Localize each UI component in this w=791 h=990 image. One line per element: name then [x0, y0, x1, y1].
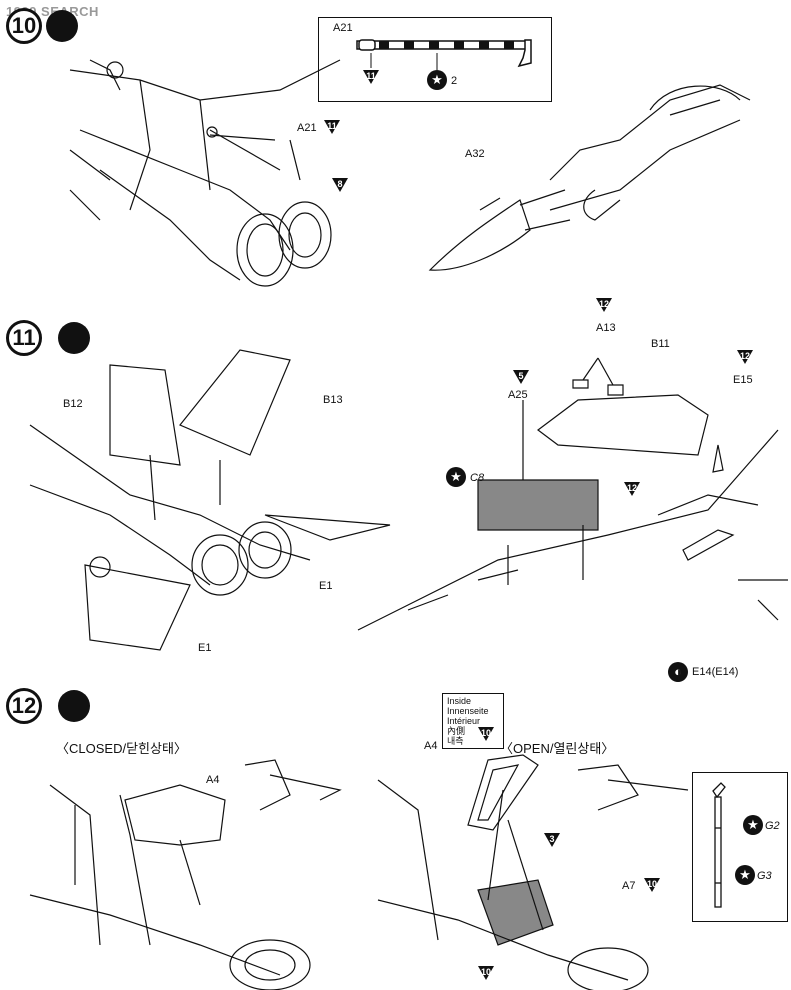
tri-bottom	[478, 966, 494, 980]
tri-a21-number: 11	[327, 121, 337, 131]
paint-icon	[58, 690, 90, 722]
step-10-number: 10	[6, 8, 42, 44]
tri-marker-number: 11	[366, 71, 376, 81]
label-e15: E15	[733, 374, 753, 386]
tri-8	[332, 178, 348, 192]
tri-a7	[644, 878, 660, 892]
inset-box-rod: ★ G2 ★ G3	[692, 772, 788, 922]
rear-fuselage-drawing-10	[69, 59, 341, 287]
label-a4-open: A4	[424, 740, 438, 752]
tri-a13	[596, 298, 612, 312]
label-e1-a: E1	[319, 580, 333, 592]
tail-assembly-drawing	[29, 349, 391, 651]
tri-3-number: 3	[549, 834, 555, 844]
nose-cone-drawing	[428, 84, 751, 271]
tri-a21	[324, 120, 340, 134]
paint-icon	[58, 322, 90, 354]
tri-12b-number: 12	[626, 483, 637, 493]
tri-a25-number: 5	[518, 371, 524, 381]
closed-canopy-drawing	[29, 759, 342, 990]
inside-line: Inside	[447, 696, 472, 706]
star-g3-icon: ★	[735, 865, 755, 885]
tri-a13-number: 12	[598, 299, 609, 309]
star-marker-number: 2	[451, 75, 458, 87]
label-e1-b: E1	[198, 642, 212, 654]
label-e14: E14(E14)	[692, 666, 739, 678]
half-circle-marker-icon: ◐	[668, 662, 688, 682]
inside-line: 내측	[447, 736, 464, 746]
tri-12b	[624, 482, 640, 496]
label-a21: A21	[297, 122, 317, 134]
label-g3: G3	[757, 870, 772, 882]
tri-inside-number: 10	[480, 728, 491, 738]
label-a32: A32	[465, 148, 485, 160]
star-marker-icon: ★	[427, 70, 447, 90]
tri-marker	[363, 70, 379, 84]
open-caption: 〈OPEN/열린상태〉	[500, 741, 615, 756]
tri-a7-number: 10	[646, 879, 657, 889]
inside-line: 內側	[447, 726, 466, 736]
closed-caption: 〈CLOSED/닫힌상태〉	[56, 741, 187, 756]
inset-box-a21: A21 11 ★ 2	[318, 17, 552, 102]
tri-a25	[513, 370, 529, 384]
inside-line: Innenseite	[447, 706, 489, 716]
label-b11: B11	[651, 338, 670, 350]
tri-bottom-number: 10	[480, 967, 491, 977]
step-11-number: 11	[6, 320, 42, 356]
step-12-number: 12	[6, 688, 42, 724]
tri-inside	[478, 727, 494, 741]
label-b13: B13	[323, 394, 343, 406]
tri-e15	[737, 350, 753, 364]
label-g2: G2	[765, 820, 780, 832]
label-a7: A7	[622, 880, 636, 892]
inside-line: Intérieur	[447, 716, 481, 726]
tri-8-number: 8	[337, 179, 343, 189]
label-a25: A25	[508, 389, 528, 401]
star-c8-icon: ★	[446, 467, 466, 487]
tri-e15-number: 12	[739, 351, 750, 361]
rod-drawing	[356, 39, 532, 70]
cockpit-drawing	[357, 357, 788, 631]
inside-legend-box: Inside Innenseite Intérieur 內側 내측	[442, 693, 504, 749]
paint-icon	[46, 10, 78, 42]
actuator-rod-drawing	[712, 782, 726, 908]
label-a13: A13	[596, 322, 616, 334]
label-b12: B12	[63, 398, 83, 410]
inset-part-label: A21	[333, 22, 353, 34]
open-canopy-drawing	[377, 754, 689, 990]
label-c8: C8	[470, 472, 485, 484]
label-a4-closed: A4	[206, 774, 220, 786]
star-g2-icon: ★	[743, 815, 763, 835]
tri-3	[544, 833, 560, 847]
